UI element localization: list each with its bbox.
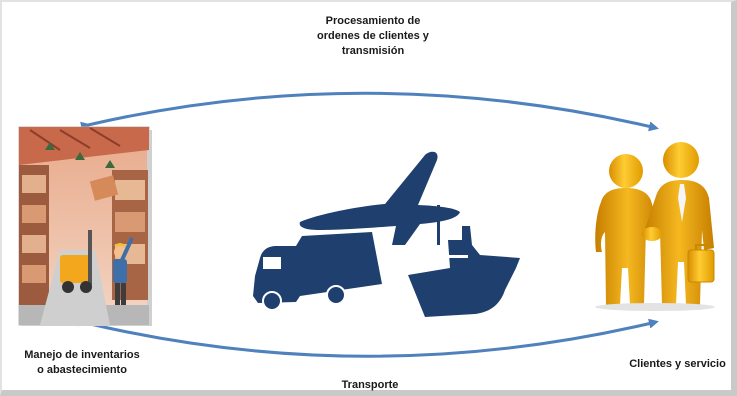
transport-icon xyxy=(253,151,520,317)
top-cycle-arrow xyxy=(80,91,659,132)
warehouse-icon xyxy=(18,126,152,326)
customers-handshake-icon xyxy=(595,142,715,311)
order-processing-line-1: Procesamiento de xyxy=(325,15,421,27)
ship-icon xyxy=(408,226,520,317)
plane-icon xyxy=(299,151,460,245)
order-processing-label: Procesamiento de ordenes de clientes y t… xyxy=(268,14,478,59)
order-processing-line-2: ordenes de clientes y xyxy=(317,30,429,42)
order-processing-line-3: transmisión xyxy=(341,45,405,57)
inventory-management-line-2: o abastecimiento xyxy=(37,364,127,376)
inventory-management-label: Manejo de inventarios o abastecimiento xyxy=(8,348,156,378)
customers-service-label: Clientes y servicio xyxy=(629,358,726,370)
bottom-cycle-arrow xyxy=(78,316,659,358)
transport-label: Transporte xyxy=(341,379,399,391)
inventory-management-line-1: Manejo de inventarios xyxy=(24,349,140,361)
truck-icon xyxy=(253,232,382,303)
